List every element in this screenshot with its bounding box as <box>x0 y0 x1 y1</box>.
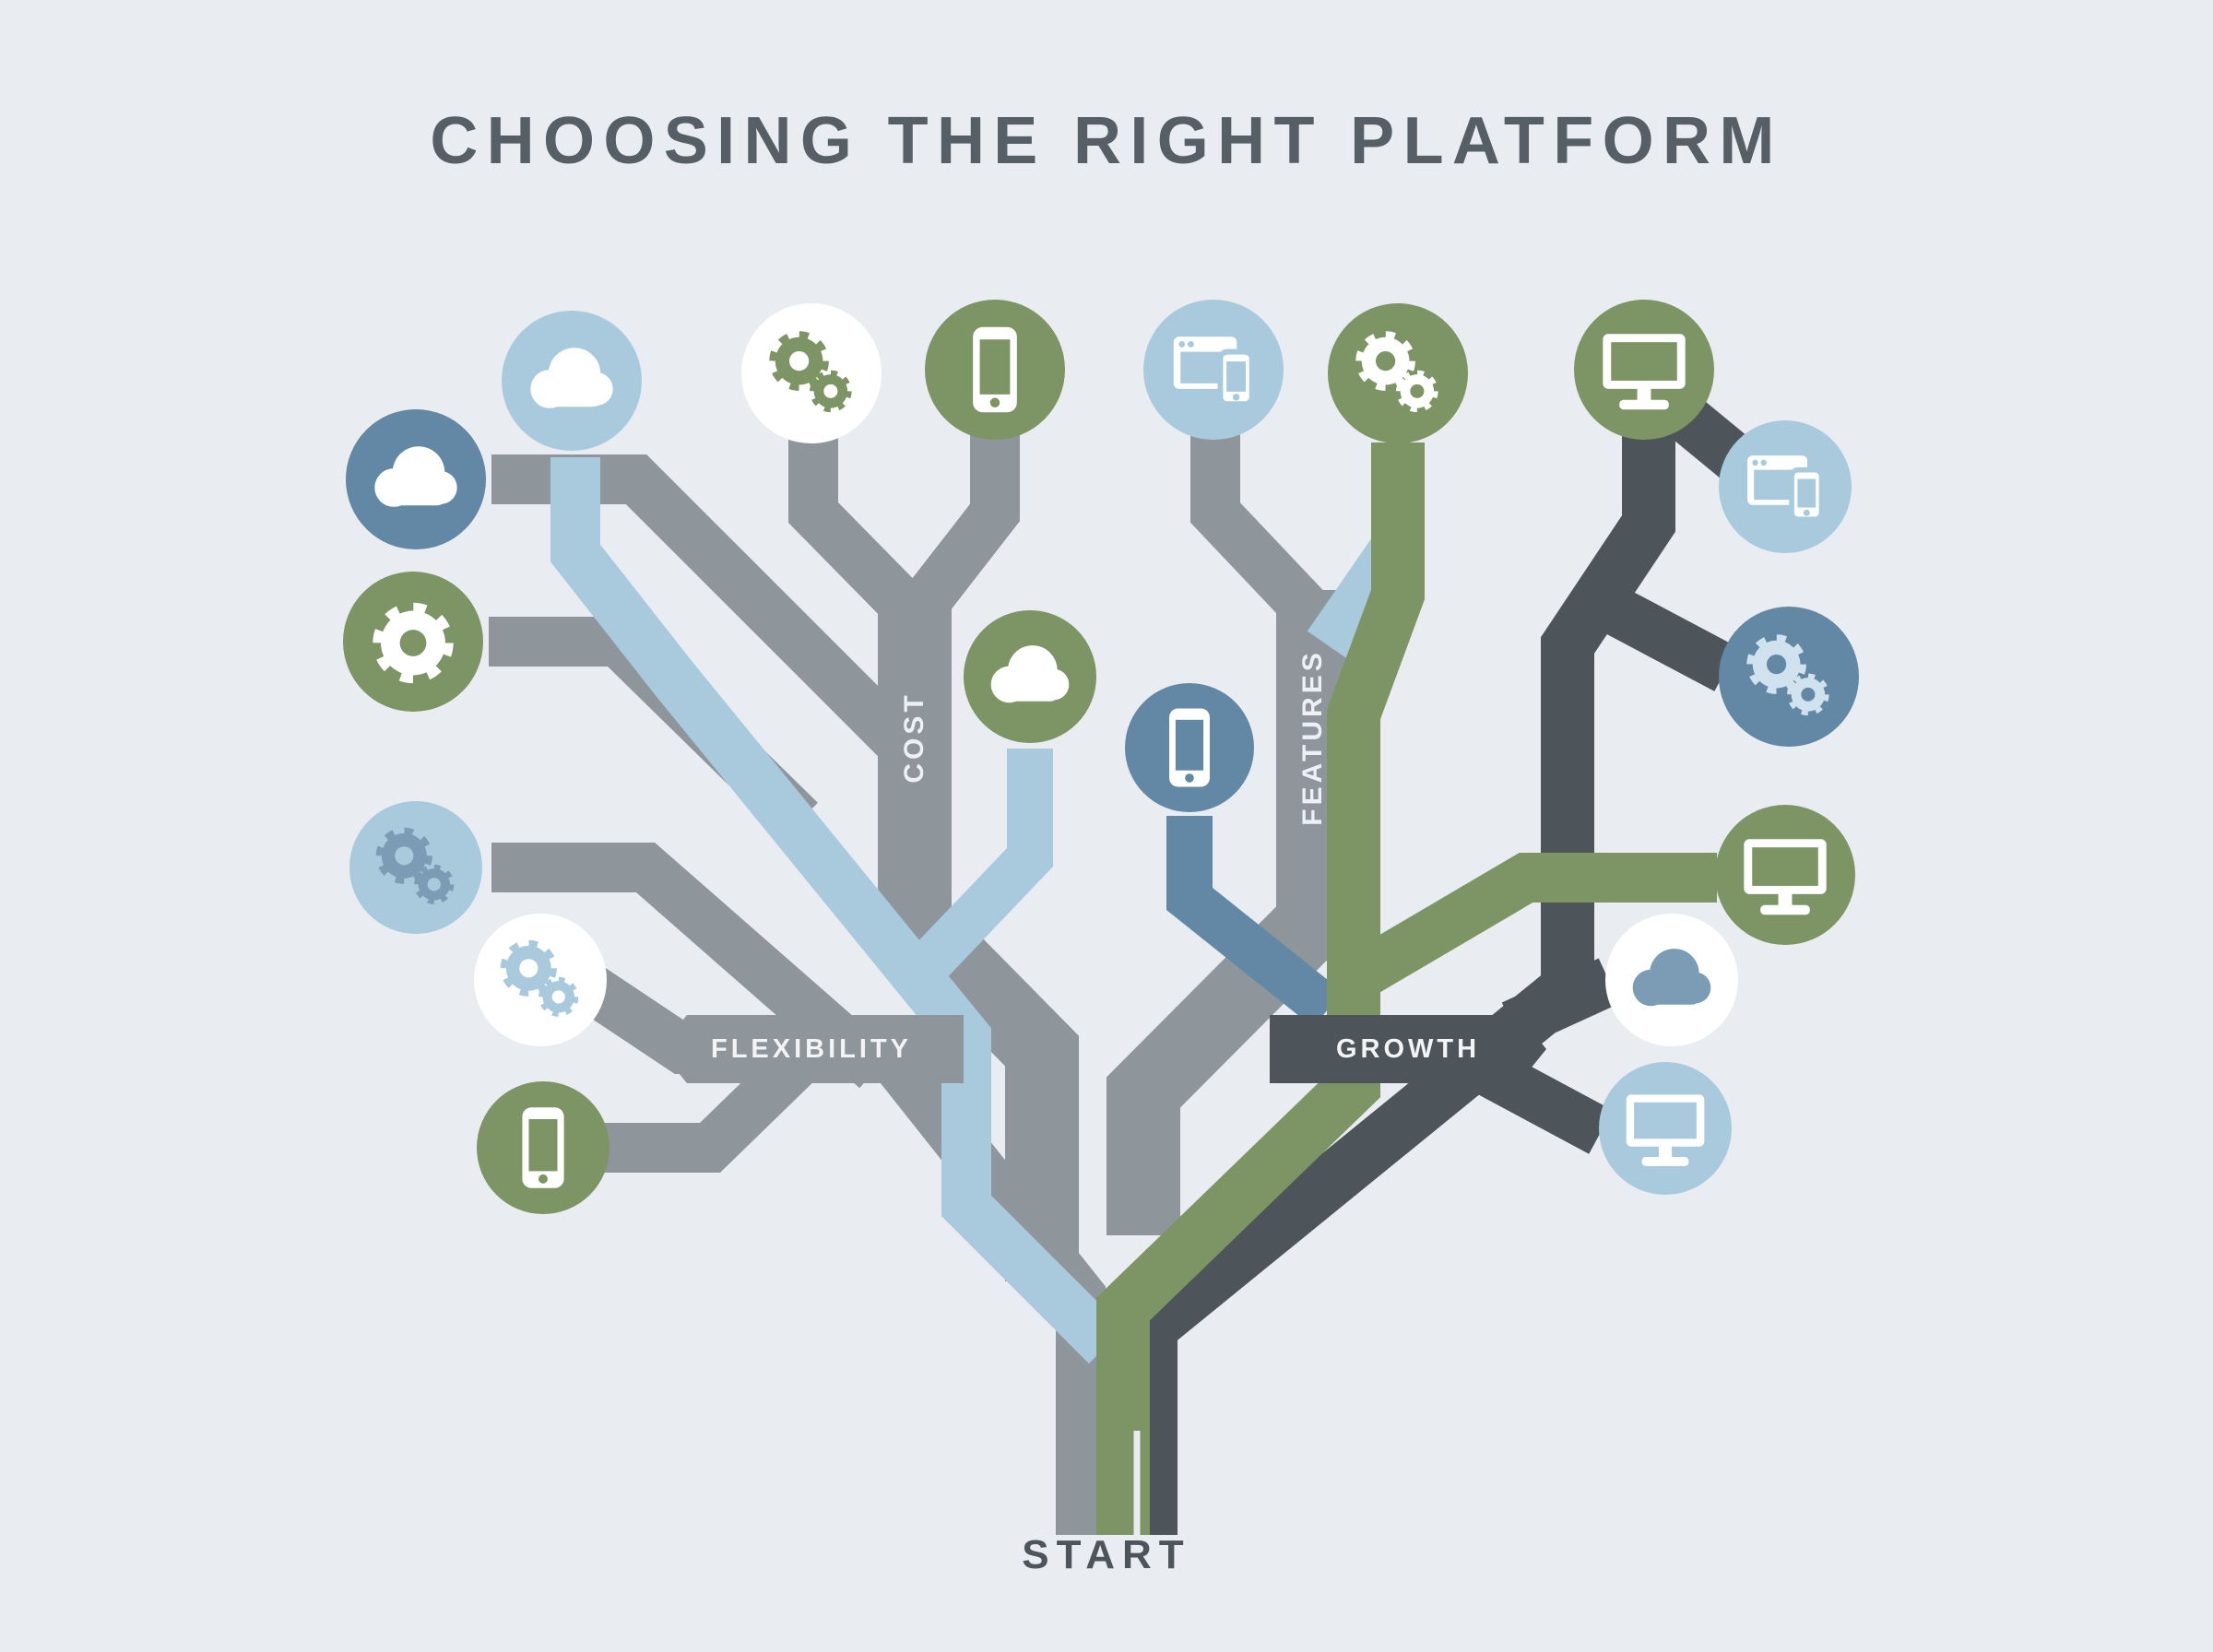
icon-nodes <box>343 300 1859 1214</box>
node-devices-right <box>1719 420 1852 553</box>
branch-cloud-blue-left <box>491 454 917 761</box>
node-cloud-left <box>346 409 486 549</box>
gears-icon <box>1355 331 1438 413</box>
devices-icon <box>1173 336 1255 407</box>
branch-growth-main <box>1124 435 1675 1535</box>
gears-icon <box>500 939 579 1017</box>
branch-growth-cloud-arm <box>1501 958 1620 1048</box>
node-gears-left-white <box>474 914 607 1046</box>
branch-blue-phone-stem <box>1166 816 1343 1028</box>
cloud-icon <box>530 348 613 408</box>
node-monitor-right-green <box>1715 805 1855 945</box>
monitor-icon <box>1626 1094 1705 1166</box>
cloud-icon <box>1632 949 1711 1007</box>
node-phone-center <box>1125 683 1254 812</box>
branch-features-arm-left <box>1190 431 1331 633</box>
node-gears-left-lightblue <box>349 801 482 934</box>
branch-cost-arm-right <box>894 431 1020 631</box>
branch-cost-column <box>878 590 1079 1281</box>
node-gears-right-blue <box>1719 607 1859 747</box>
branch-features-column <box>1106 590 1350 1235</box>
monitor-icon <box>1603 334 1686 410</box>
node-monitor-right-lightblue <box>1599 1062 1732 1195</box>
node-gears-top-green <box>1328 303 1468 443</box>
devices-icon <box>1747 455 1825 523</box>
node-phone-left <box>477 1081 609 1214</box>
phone-icon <box>973 326 1017 413</box>
gears-icon <box>1746 634 1829 716</box>
branch-gears-lightblue-left <box>491 843 893 1089</box>
branch-top-gears-arm <box>1579 575 1738 691</box>
branch-green-monitor-arm <box>1341 853 1717 1001</box>
branch-lightblue-main <box>550 457 1125 1364</box>
node-gear-left <box>343 572 483 712</box>
node-phone-top <box>925 300 1065 440</box>
cloud-icon <box>374 446 457 507</box>
node-gears-top-white <box>741 303 882 443</box>
phone-icon <box>1169 708 1210 787</box>
gear-icon <box>373 602 454 684</box>
branch-label-features: FEATURES <box>1297 649 1328 826</box>
node-devices-top <box>1143 300 1284 440</box>
branch-green-main <box>1096 442 1425 1535</box>
branch-label-flexibility: FLEXIBILITY <box>659 1015 964 1083</box>
gears-icon <box>769 331 852 413</box>
gears-icon <box>375 827 455 904</box>
branch-label-cost: COST <box>899 691 929 784</box>
page-title: CHOOSING THE RIGHT PLATFORM <box>430 104 1783 178</box>
branch-cost-arm-left <box>788 431 933 633</box>
node-monitor-topright <box>1574 300 1714 440</box>
node-cloud-center <box>964 610 1096 743</box>
node-cloud-topleft <box>502 311 642 451</box>
phone-icon <box>522 1107 564 1188</box>
start-label: START <box>1022 1532 1191 1577</box>
cloud-icon <box>990 645 1070 703</box>
branch-lightblue-cloud-connector <box>900 749 1053 992</box>
branch-label-growth: GROWTH <box>1270 1015 1546 1083</box>
monitor-icon <box>1744 839 1827 915</box>
node-cloud-right-white <box>1605 914 1738 1046</box>
